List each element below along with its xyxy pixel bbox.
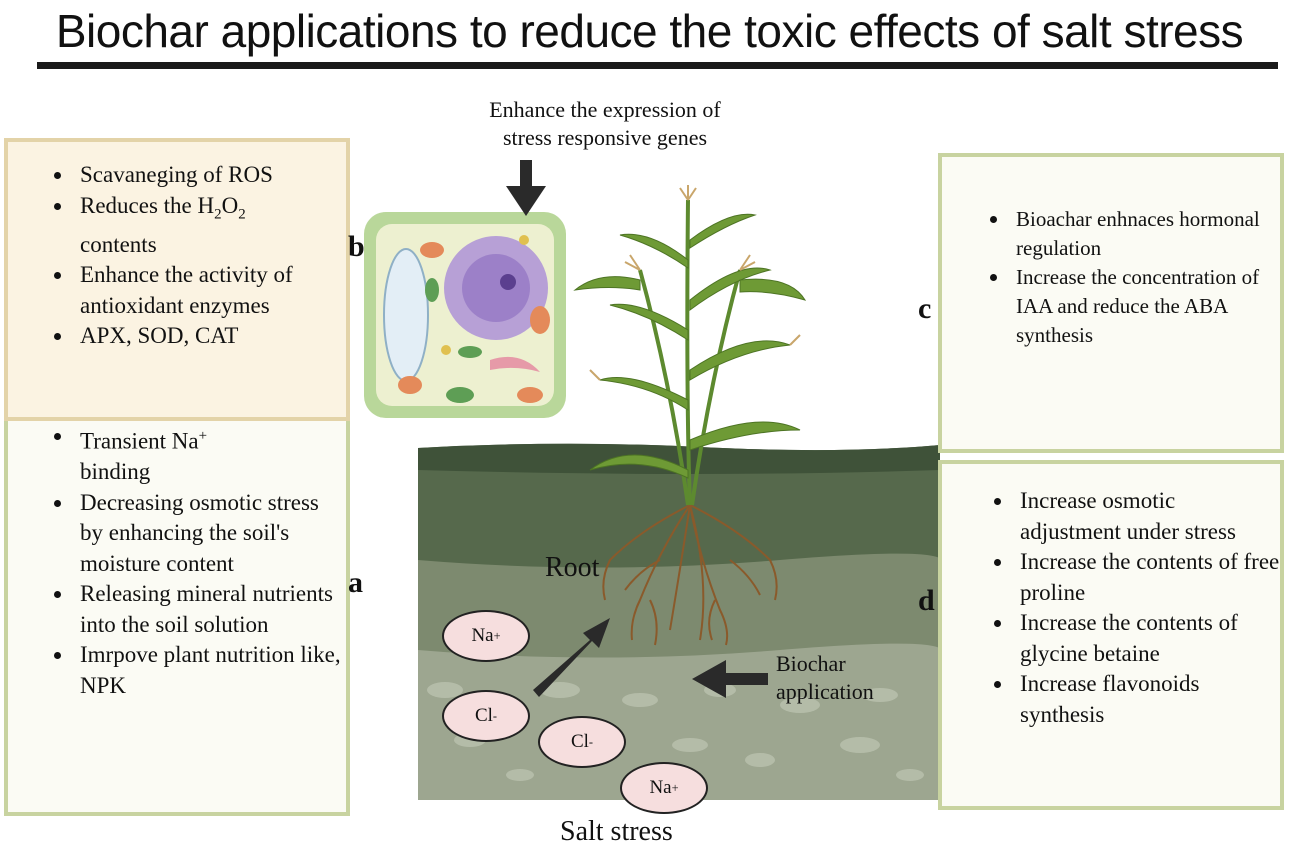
panel-d-box: Increase osmotic adjustment under stress…: [938, 460, 1284, 810]
panel-letter-b: b: [348, 230, 365, 263]
panel-letter-c: c: [918, 292, 932, 325]
ion-charge: -: [492, 708, 498, 723]
panel-letter-a: a: [348, 566, 363, 599]
ion-uptake-arrow: [533, 618, 610, 697]
biochar-label-line1: Biochar: [776, 651, 846, 676]
na-sup: +: [198, 428, 208, 444]
ion-base: Na: [471, 625, 494, 646]
ion-charge: +: [493, 628, 501, 643]
ion-charge: +: [671, 780, 679, 795]
salt-stress-label: Salt stress: [560, 816, 673, 847]
panel-a-box: Transient Na+ binding Decreasing osmotic …: [4, 421, 350, 816]
root-label: Root: [545, 552, 600, 583]
panel-letter-d: d: [918, 584, 935, 617]
panel-d-item: Increase the contents of glycine betaine: [994, 608, 1280, 669]
na-prefix: Transient Na: [80, 428, 199, 454]
panel-a-item-na: Transient Na+ binding: [54, 421, 346, 488]
ion-na: Na+: [620, 762, 708, 814]
panel-a-item: Releasing mineral nutrients into the soi…: [54, 579, 346, 640]
h2o2-o: O: [221, 192, 239, 218]
ion-charge: -: [588, 734, 594, 749]
h2o2-sub1: 2: [214, 206, 222, 223]
biochar-label-line2: application: [776, 679, 874, 704]
plant-tassels: [589, 185, 801, 381]
panel-c-item: Bioachar enhnaces hormonal regulation: [990, 205, 1280, 263]
biochar-application-label: Biochar application: [776, 650, 874, 706]
plant-roots: [602, 504, 778, 646]
panel-d-item: Increase flavonoids synthesis: [994, 669, 1280, 730]
ion-na: Na+: [442, 610, 530, 662]
na-suffix: binding: [80, 459, 151, 485]
biochar-arrow: [692, 660, 768, 698]
ion-base: Cl: [474, 705, 493, 726]
title-underline: [37, 62, 1278, 69]
panel-b-item: Enhance the activity of antioxidant enzy…: [54, 260, 346, 321]
panel-c-box: Bioachar enhnaces hormonal regulation In…: [938, 153, 1284, 453]
gene-expression-label: Enhance the expression of stress respons…: [440, 96, 770, 152]
gene-arrow: [506, 160, 546, 216]
plant-leaves: [573, 213, 807, 479]
ion-cl: Cl-: [538, 716, 626, 768]
panel-d-item: Increase osmotic adjustment under stress: [994, 486, 1280, 547]
h2o2-sub2: 2: [238, 206, 246, 223]
panel-b-item: Scavaneging of ROS: [54, 160, 346, 191]
panel-a-item: Decreasing osmotic stress by enhancing t…: [54, 488, 346, 580]
ion-base: Na: [649, 777, 672, 798]
panel-b-item: APX, SOD, CAT: [54, 321, 346, 352]
diagram-title: Biochar applications to reduce the toxic…: [55, 5, 1244, 57]
panel-d-item: Increase the contents of free proline: [994, 547, 1280, 608]
ion-base: Cl: [570, 731, 589, 752]
panel-a-item: Imrpove plant nutrition like, NPK: [54, 640, 346, 701]
h2o2-prefix: Reduces the H: [80, 192, 215, 218]
gene-label-line1: Enhance the expression of: [489, 97, 721, 122]
ion-cl: Cl-: [442, 690, 530, 742]
gene-label-line2: stress responsive genes: [502, 125, 708, 150]
h2o2-suffix: contents: [80, 231, 157, 257]
plant-cell: [364, 212, 566, 418]
panel-c-item: Increase the concentration of IAA and re…: [990, 263, 1280, 350]
